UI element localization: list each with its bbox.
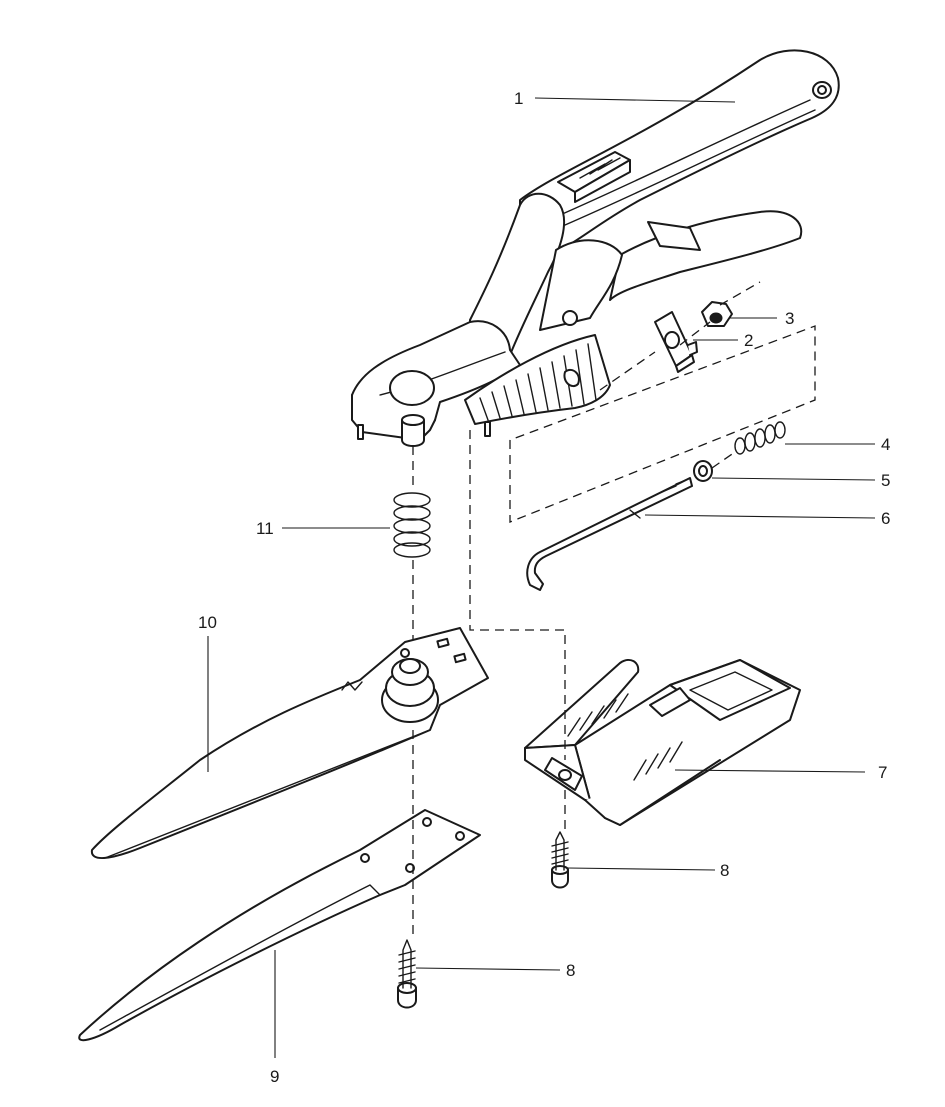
- callout-10: 10: [198, 613, 217, 632]
- part-1-handle-body: [351, 49, 840, 447]
- part-7-housing: [524, 659, 801, 826]
- callout-8-lower: 8: [566, 961, 575, 980]
- assembly-lines: [412, 281, 816, 940]
- part-3-hex-nut: [701, 301, 733, 327]
- part-10-upper-blade: [90, 627, 489, 860]
- callout-4: 4: [881, 435, 890, 454]
- callout-8-upper: 8: [720, 861, 729, 880]
- part-6-hook-rod: [526, 477, 693, 591]
- part-8-screw-lower: [397, 939, 417, 1009]
- part-2-plate: [654, 311, 698, 373]
- part-11-spring: [393, 492, 431, 558]
- part-9-lower-blade: [78, 809, 481, 1042]
- callout-7: 7: [878, 763, 887, 782]
- part-8-screw-upper: [551, 831, 569, 889]
- part-5-washer: [693, 460, 713, 482]
- callout-3: 3: [785, 309, 794, 328]
- callout-1: 1: [514, 89, 523, 108]
- callout-6: 6: [881, 509, 890, 528]
- callout-9: 9: [270, 1067, 279, 1086]
- leader-lines: [207, 97, 876, 1058]
- callout-5: 5: [881, 471, 890, 490]
- callouts: 1 2 3 4 5 6 7 8 8 9 10 11: [198, 89, 890, 1086]
- callout-2: 2: [744, 331, 753, 350]
- part-4-spring: [734, 421, 786, 455]
- callout-11: 11: [256, 519, 274, 538]
